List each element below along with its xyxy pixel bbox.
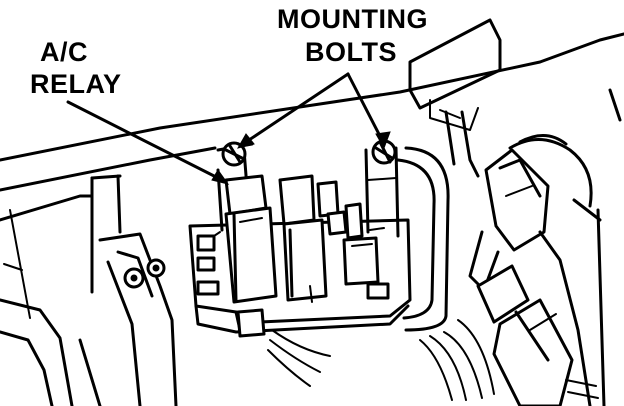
- leader-lines: [66, 72, 391, 185]
- left-bracket: [0, 174, 178, 406]
- dashboard-panel: [0, 18, 624, 406]
- mounting-bolts-label-line1: MOUNTING: [277, 4, 428, 34]
- ac-relay-label-line2: RELAY: [30, 69, 122, 99]
- label-mounting-bolts: MOUNTING BOLTS: [277, 4, 428, 67]
- mounting-bolts-label-line2: BOLTS: [305, 37, 397, 67]
- relay-block: [188, 139, 412, 338]
- label-ac-relay: A/C RELAY: [30, 37, 122, 99]
- wiring-harness: [267, 110, 602, 406]
- ac-relay-label-line1: A/C: [40, 37, 88, 67]
